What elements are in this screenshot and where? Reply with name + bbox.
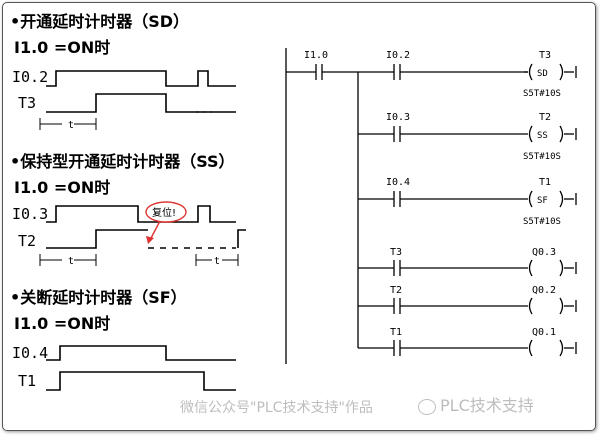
rung6-contact: T1 — [390, 327, 402, 338]
rung4-coil: Q0.3 — [532, 247, 556, 258]
ss-t-label-1: t — [68, 256, 74, 267]
ss-signal1: I0.3 — [12, 205, 48, 223]
watermark-text: 微信公众号"PLC技术支持"作品 — [180, 400, 373, 416]
rung3-coil-type: SF — [537, 196, 548, 206]
sd-signal2: T3 — [18, 94, 36, 112]
watermark-brand-text: PLC技术支持 — [440, 396, 534, 415]
rung1-contact: I0.2 — [386, 50, 410, 61]
rung1-coil: T3 — [539, 50, 551, 61]
rung4-contact: T3 — [390, 247, 402, 258]
ss-signal2: T2 — [18, 232, 36, 250]
watermark-brand: PLC技术支持 — [418, 392, 534, 416]
sd-t-label: t — [68, 120, 74, 131]
rung1-preset: S5T#10S — [523, 89, 561, 99]
rung3-preset: S5T#10S — [523, 217, 561, 227]
sf-signal2: T1 — [18, 372, 36, 390]
rung5-contact: T2 — [390, 285, 402, 296]
ss-t-label-2: t — [214, 256, 220, 267]
ss-condition: I1.0 =ON时 — [14, 178, 111, 197]
rung3-coil: T1 — [539, 177, 551, 188]
rung1-coil-type: SD — [537, 69, 548, 79]
sf-input-waveform — [46, 345, 236, 361]
reset-callout-text: 复位! — [152, 206, 176, 219]
ss-output-waveform-tail — [237, 229, 246, 248]
rung2-preset: S5T#10S — [523, 152, 561, 162]
rung2-coil-type: SS — [537, 131, 548, 141]
outer-frame — [2, 2, 596, 431]
sf-signal1: I0.4 — [12, 344, 48, 362]
sd-output-waveform — [46, 93, 236, 113]
wechat-icon — [418, 398, 436, 415]
sf-condition: I1.0 =ON时 — [14, 314, 111, 333]
sf-output-waveform — [46, 371, 236, 391]
reset-callout — [145, 201, 187, 223]
ss-title: •保持型开通延时计时器（SS） — [10, 152, 235, 171]
sf-title: •关断延时计时器（SF） — [10, 288, 187, 307]
rung2-contact: I0.3 — [386, 112, 410, 123]
rung5-coil: Q0.2 — [532, 285, 556, 296]
enable-contact-label: I1.0 — [304, 50, 328, 61]
sd-title: •开通延时计时器（SD） — [10, 12, 190, 31]
sd-condition: I1.0 =ON时 — [14, 38, 111, 57]
sd-signal1: I0.2 — [12, 68, 48, 86]
rung6-coil: Q0.1 — [532, 327, 556, 338]
rung3-contact: I0.4 — [386, 177, 410, 188]
sd-input-waveform — [46, 70, 236, 87]
rung2-coil: T2 — [539, 112, 551, 123]
ss-output-waveform — [46, 229, 148, 249]
